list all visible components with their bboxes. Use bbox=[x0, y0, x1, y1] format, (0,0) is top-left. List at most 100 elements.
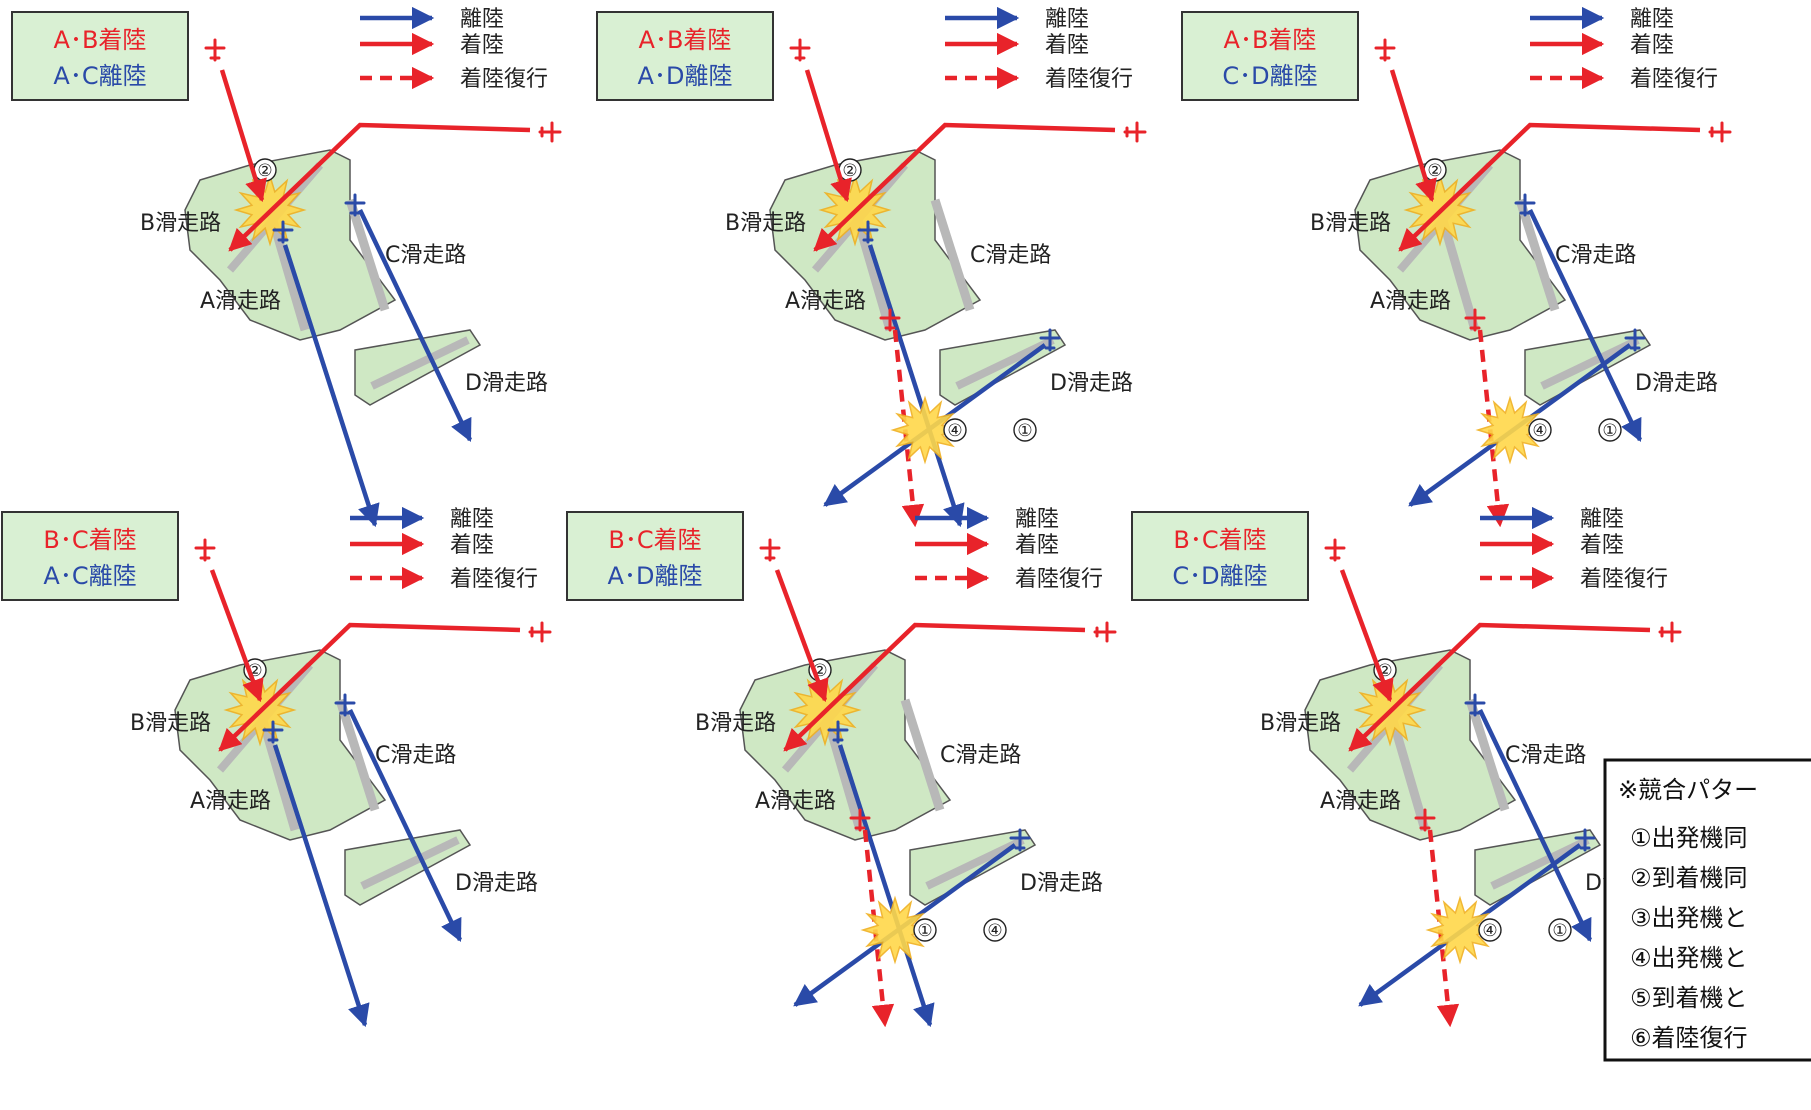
plane-icon bbox=[1658, 621, 1682, 643]
pattern-departure: A･D離陸 bbox=[608, 562, 703, 590]
arrow-land-c bbox=[1339, 569, 1394, 703]
arrow-goaround bbox=[1477, 329, 1510, 528]
plane-icon-shape bbox=[262, 720, 284, 744]
label-runway-d: D滑走路 bbox=[1050, 371, 1133, 396]
pattern-box bbox=[1131, 511, 1309, 601]
plane-icon-shape bbox=[1374, 38, 1396, 62]
label-runway-a: A滑走路 bbox=[1370, 289, 1451, 314]
label-runway-b: B滑走路 bbox=[130, 711, 211, 736]
pattern-landing: A･B着陸 bbox=[54, 26, 147, 54]
arrow-goaround bbox=[1427, 829, 1460, 1028]
plane-icon bbox=[1464, 308, 1486, 332]
label-runway-c: C滑走路 bbox=[1505, 743, 1586, 768]
runway-c bbox=[335, 698, 380, 812]
arrow-land-c bbox=[209, 569, 264, 703]
pattern-box bbox=[1181, 11, 1359, 101]
runway-c bbox=[1515, 198, 1560, 312]
conflict-marker-number: ② bbox=[1427, 161, 1442, 181]
plane-icon bbox=[538, 121, 562, 143]
runway-c bbox=[900, 698, 945, 812]
label-runway-d: D滑走路 bbox=[1020, 871, 1103, 896]
arrow-goaround bbox=[892, 329, 925, 528]
label-runway-c: C滑走路 bbox=[375, 743, 456, 768]
label-runway-c: C滑走路 bbox=[940, 743, 1021, 768]
arrow-goaround bbox=[862, 829, 895, 1028]
runway-d bbox=[370, 336, 470, 390]
plane-icon bbox=[1708, 121, 1732, 143]
legend-depart-label: 離陸 bbox=[460, 7, 504, 32]
legend-land-label: 着陸 bbox=[460, 33, 504, 58]
label-runway-b: B滑走路 bbox=[725, 211, 806, 236]
plane-icon-shape bbox=[344, 193, 366, 217]
plane-icon bbox=[1009, 828, 1031, 852]
plane-icon bbox=[528, 621, 552, 643]
plane-icon-shape bbox=[1093, 621, 1117, 643]
label-runway-d: D滑走路 bbox=[1635, 371, 1718, 396]
marker-circle bbox=[1548, 918, 1572, 942]
arrow-depart-c bbox=[357, 209, 473, 443]
marker-circle bbox=[1013, 418, 1037, 442]
arrow-land-b bbox=[1348, 622, 1651, 752]
plane-icon-shape bbox=[272, 220, 294, 244]
arrow-depart-c bbox=[347, 709, 463, 943]
arrow-depart-c bbox=[1477, 709, 1593, 943]
plane-icon bbox=[1514, 193, 1536, 217]
legend-land-label: 着陸 bbox=[1630, 33, 1674, 58]
arrow-depart-a bbox=[282, 244, 380, 528]
plane-icon bbox=[879, 308, 901, 332]
plane-icon-shape bbox=[1708, 121, 1732, 143]
plane-icon-shape bbox=[1464, 308, 1486, 332]
airport-area bbox=[174, 649, 387, 841]
plane-icon bbox=[194, 538, 216, 562]
pattern-departure: C･D離陸 bbox=[1172, 562, 1267, 590]
marker-circle bbox=[983, 918, 1007, 942]
note-line-5: ⑤到着機と bbox=[1630, 984, 1748, 1012]
pattern-landing: B･C着陸 bbox=[608, 526, 701, 554]
plane-icon bbox=[1374, 38, 1396, 62]
legend-depart-label: 離陸 bbox=[450, 507, 494, 532]
airport-area bbox=[184, 149, 397, 341]
legend-depart-label: 離陸 bbox=[1015, 507, 1059, 532]
plane-icon bbox=[1574, 828, 1596, 852]
plane-icon-shape bbox=[1658, 621, 1682, 643]
pattern-departure: A･C離陸 bbox=[53, 62, 146, 90]
plane-icon-shape bbox=[1514, 193, 1536, 217]
legend-land-label: 着陸 bbox=[1580, 533, 1624, 558]
pattern-box bbox=[1, 511, 179, 601]
plane-icon-shape bbox=[1039, 328, 1061, 352]
plane-icon bbox=[1123, 121, 1147, 143]
runway-d bbox=[1490, 836, 1590, 890]
legend-goaround-label: 着陸復行 bbox=[1045, 67, 1133, 92]
runway-d bbox=[1540, 336, 1640, 390]
conflict-marker-number: ② bbox=[257, 161, 272, 181]
legend-land-label: 着陸 bbox=[1045, 33, 1089, 58]
conflict-marker-number: ④ bbox=[1482, 921, 1497, 941]
arrow-land-c bbox=[774, 569, 829, 703]
label-runway-d: D滑走路 bbox=[455, 871, 538, 896]
legend-depart-label: 離陸 bbox=[1580, 507, 1624, 532]
legend-goaround-label: 着陸復行 bbox=[460, 67, 548, 92]
legend-goaround-label: 着陸復行 bbox=[1580, 567, 1668, 592]
note-line-4: ④出発機と bbox=[1630, 944, 1748, 972]
arrow-depart-c bbox=[1527, 209, 1643, 443]
pattern-box bbox=[11, 11, 189, 101]
pattern-departure: C･D離陸 bbox=[1222, 62, 1317, 90]
plane-icon-shape bbox=[1624, 328, 1646, 352]
plane-icon-shape bbox=[759, 538, 781, 562]
conflict-marker-number: ④ bbox=[1532, 421, 1547, 441]
plane-icon-shape bbox=[827, 720, 849, 744]
plane-icon bbox=[759, 538, 781, 562]
arrow-land-b bbox=[783, 622, 1086, 752]
plane-icon-shape bbox=[194, 538, 216, 562]
legend-goaround-label: 着陸復行 bbox=[450, 567, 538, 592]
label-runway-b: B滑走路 bbox=[140, 211, 221, 236]
arrow-depart-a bbox=[867, 244, 965, 528]
plane-icon-shape bbox=[204, 38, 226, 62]
plane-icon-shape bbox=[528, 621, 552, 643]
